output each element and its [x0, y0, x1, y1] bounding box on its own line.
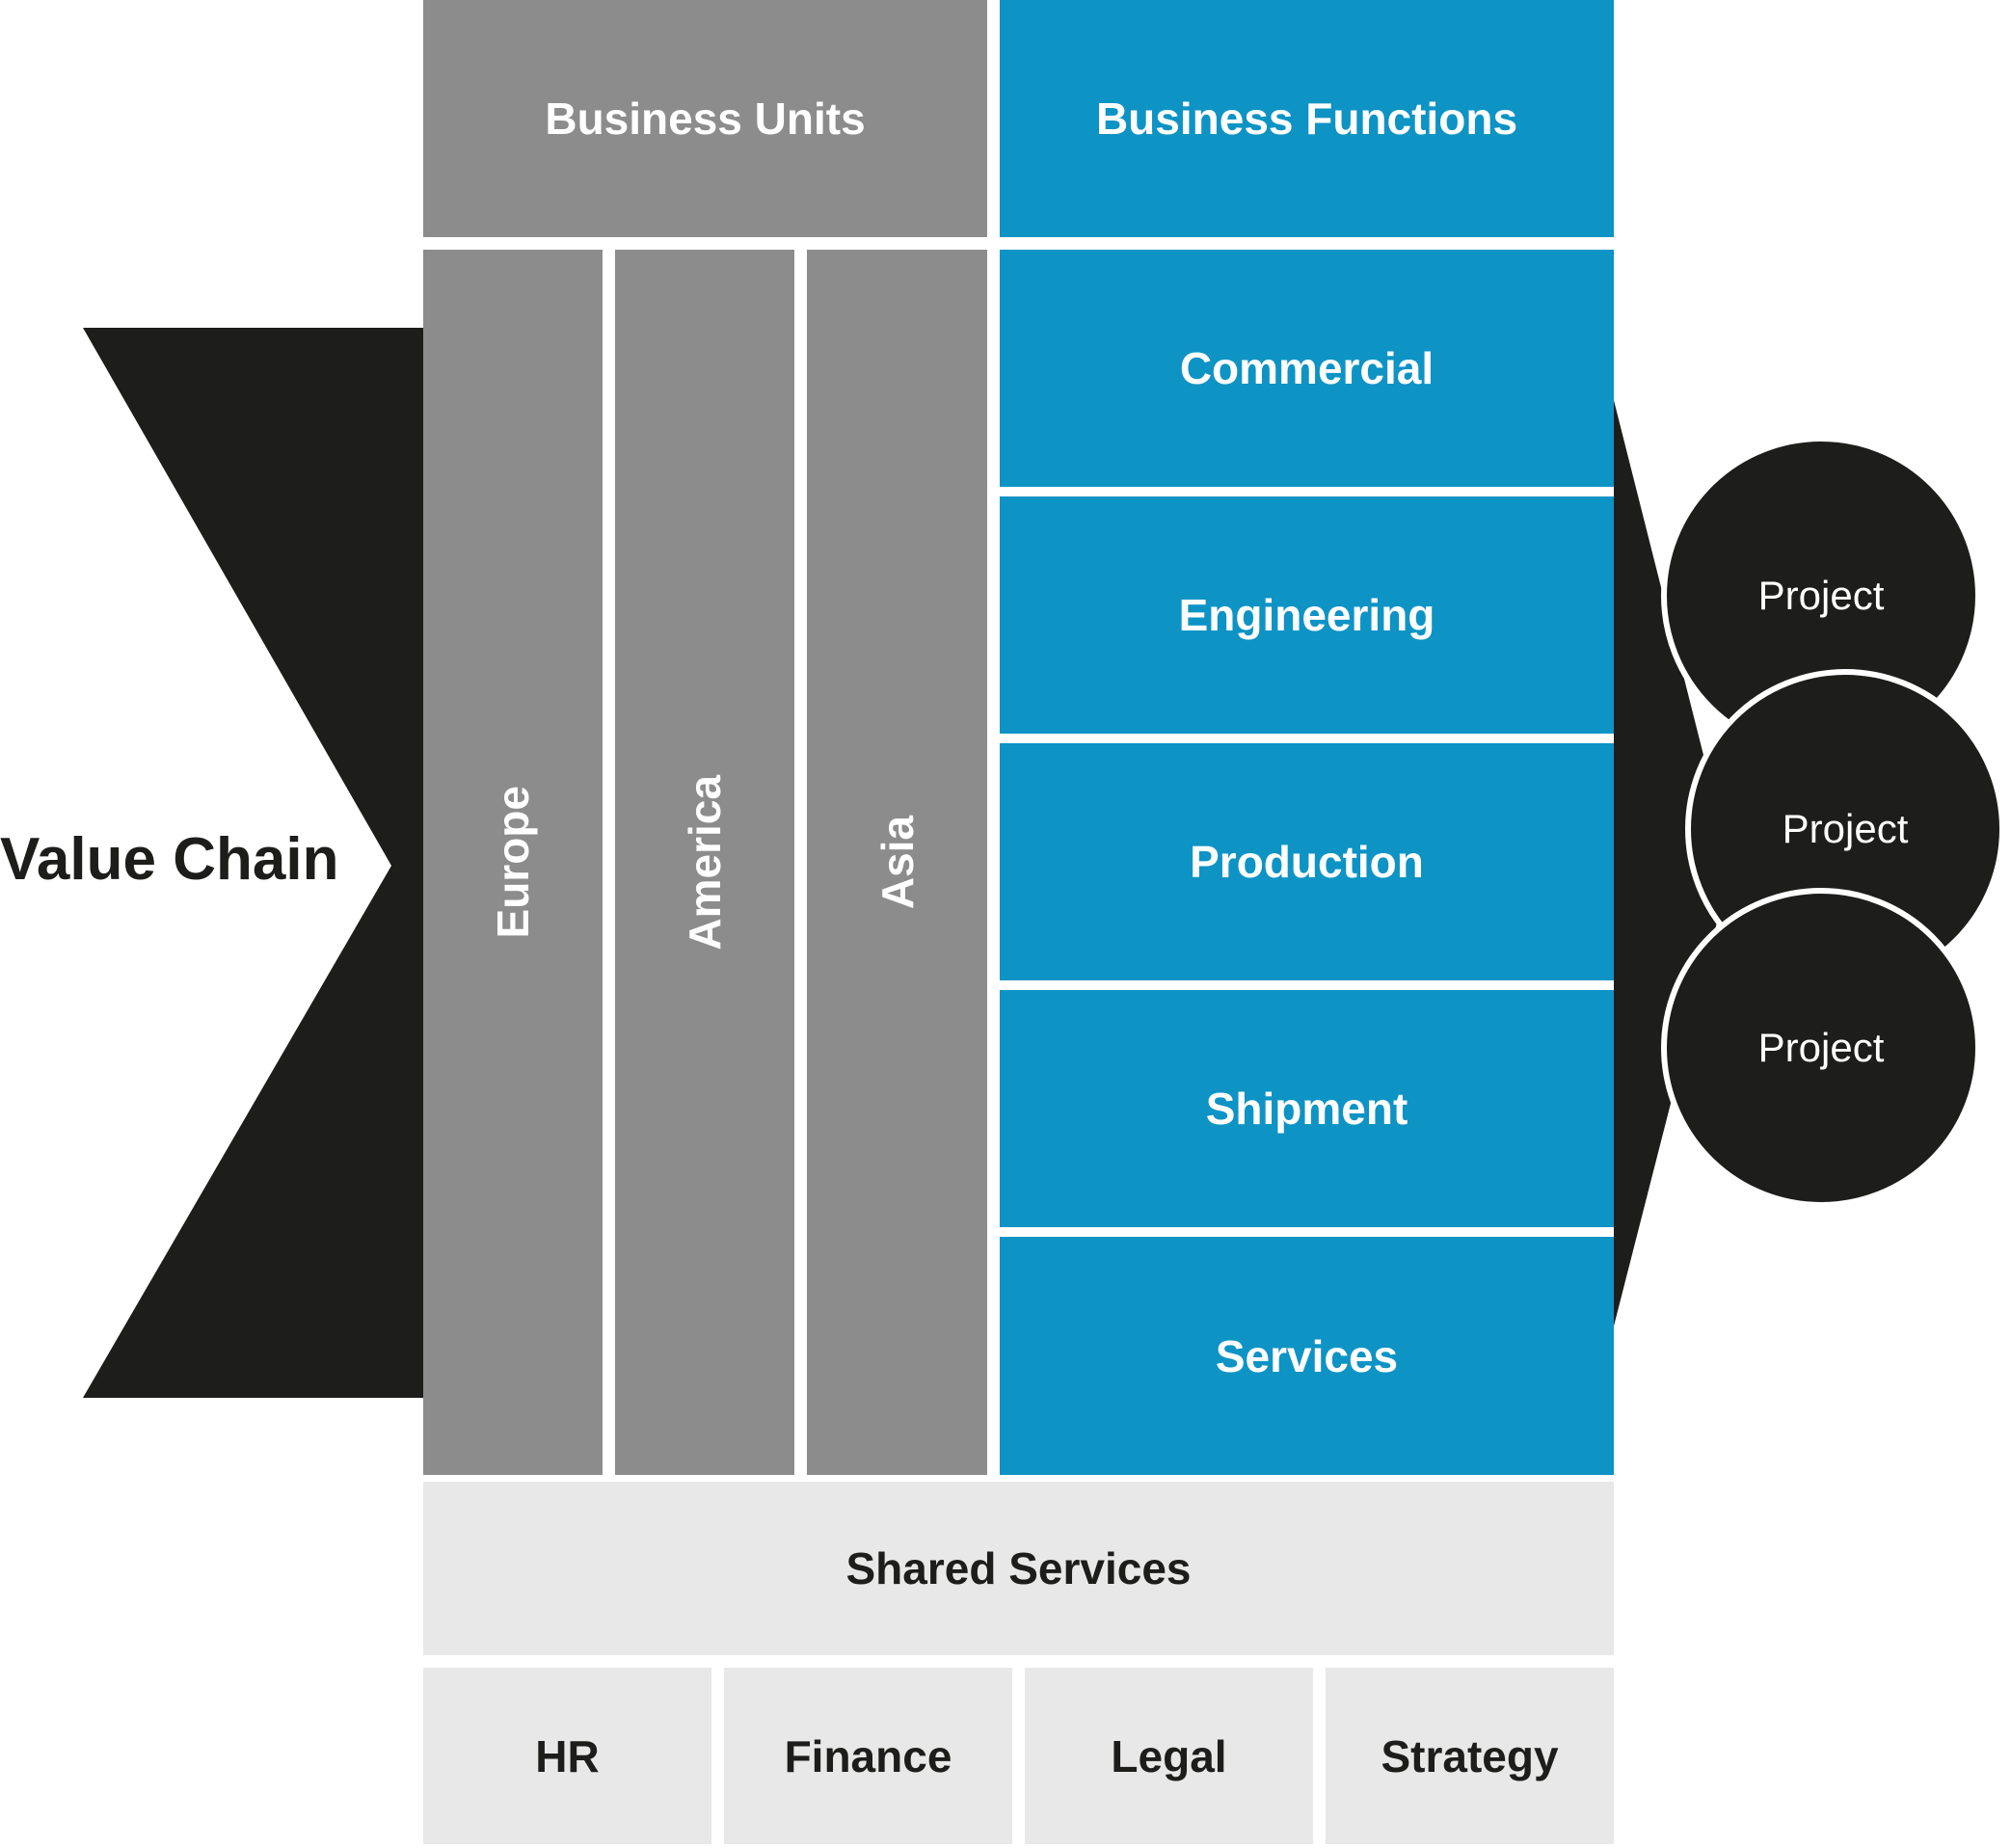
shared-services-header: Shared Services — [423, 1482, 1614, 1655]
business-unit-asia: Asia — [807, 250, 987, 1475]
business-unit-europe: Europe — [423, 250, 603, 1475]
business-unit-america: America — [615, 250, 794, 1475]
shared-service-hr: HR — [423, 1668, 711, 1844]
business-function-engineering: Engineering — [1000, 496, 1614, 734]
project-circle-3: Project — [1661, 888, 1981, 1208]
business-function-shipment: Shipment — [1000, 990, 1614, 1227]
value-chain-label: Value Chain — [0, 826, 339, 893]
business-function-services: Services — [1000, 1237, 1614, 1475]
business-unit-america-label: America — [680, 774, 730, 951]
business-units-header: Business Units — [423, 0, 987, 237]
shared-service-strategy: Strategy — [1326, 1668, 1614, 1844]
project-circle-1-label: Project — [1757, 573, 1885, 618]
business-function-production: Production — [1000, 743, 1614, 980]
shared-service-finance: Finance — [724, 1668, 1012, 1844]
shared-service-legal: Legal — [1025, 1668, 1313, 1844]
project-circle-2-label: Project — [1782, 806, 1909, 851]
business-unit-europe-label: Europe — [488, 786, 538, 939]
project-circle-3-label: Project — [1757, 1025, 1885, 1070]
business-unit-asia-label: Asia — [871, 815, 923, 910]
business-functions-header: Business Functions — [1000, 0, 1614, 237]
business-function-commercial: Commercial — [1000, 250, 1614, 487]
